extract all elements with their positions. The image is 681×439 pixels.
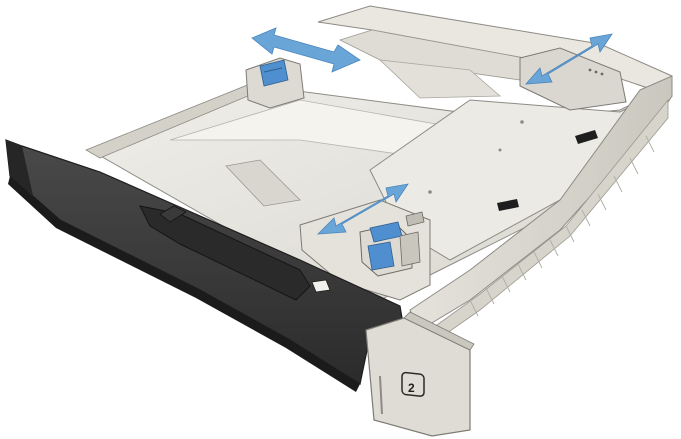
adjust-arrow-icon: [316, 183, 409, 235]
right-paper-width-guide: [519, 47, 627, 111]
tray-number-text: 2: [408, 381, 415, 395]
rear-paper-length-guide: [245, 57, 305, 109]
tray-number-label: 2: [401, 371, 425, 397]
adjust-arrow-icon: [251, 27, 361, 73]
tray-front-panel: [5, 139, 405, 392]
adjust-arrow-icon: [525, 33, 613, 85]
tray-front-cap: [365, 311, 475, 437]
floor-slot: [225, 159, 301, 207]
tray-right-side-wall: [409, 75, 673, 346]
